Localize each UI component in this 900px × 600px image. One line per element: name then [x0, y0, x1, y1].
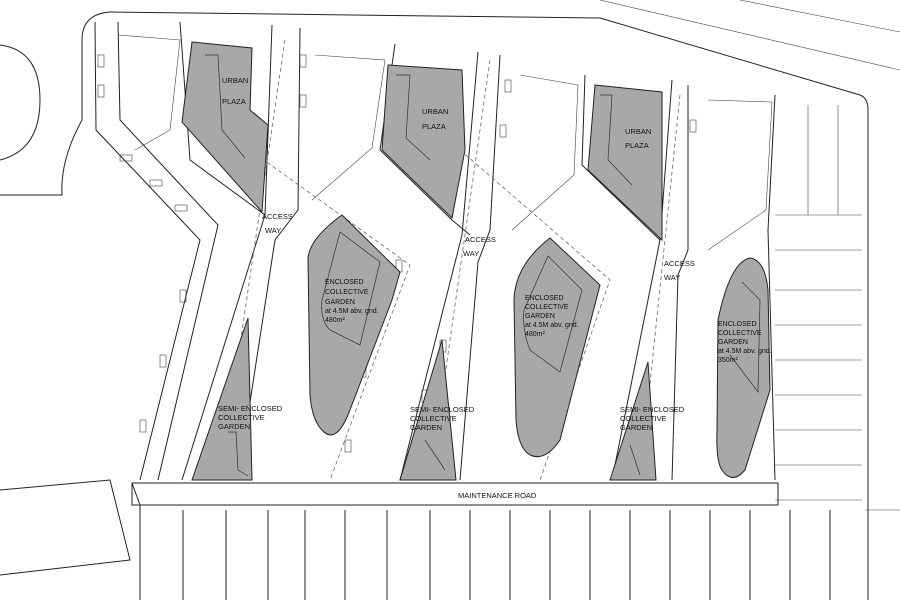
dashed-path	[249, 149, 411, 481]
semi-enclosed-garden-1-path	[228, 431, 249, 477]
svg-text:GARDEN: GARDEN	[218, 422, 250, 431]
enclosed-garden-label-3: ENCLOSED COLLECTIVE GARDEN at 4.5M abv. …	[718, 321, 772, 364]
urban-plaza-2-path	[396, 74, 431, 161]
svg-text:SEMI- ENCLOSED: SEMI- ENCLOSED	[218, 404, 283, 413]
enclosed-garden-2-path	[523, 255, 583, 373]
access-way-label-1: ACCESS WAY	[262, 212, 293, 235]
svg-text:WAY: WAY	[664, 273, 680, 282]
svg-text:PLAZA: PLAZA	[222, 97, 246, 106]
svg-text:ENCLOSED: ENCLOSED	[525, 295, 564, 302]
svg-text:ACCESS: ACCESS	[664, 259, 695, 268]
semi-enclosed-garden-1	[191, 317, 253, 481]
svg-text:COLLECTIVE: COLLECTIVE	[325, 289, 369, 296]
semi-enclosed-garden-label-3: SEMI- ENCLOSED COLLECTIVE GARDEN	[620, 405, 685, 432]
access-way-label-3: ACCESS WAY	[664, 259, 695, 282]
curved-road-edge	[0, 44, 41, 161]
svg-text:ENCLOSED: ENCLOSED	[718, 321, 757, 328]
svg-text:COLLECTIVE: COLLECTIVE	[410, 414, 457, 423]
urban-plaza-label-1: URBAN PLAZA	[222, 76, 248, 106]
site-boundary-west	[0, 11, 111, 196]
maintenance-road	[131, 482, 779, 506]
enclosed-garden-1	[307, 214, 401, 436]
urban-plaza-3	[587, 84, 663, 242]
svg-text:GARDEN: GARDEN	[410, 423, 442, 432]
svg-text:URBAN: URBAN	[625, 127, 651, 136]
adjacent-building	[0, 479, 131, 576]
south-parking-rows	[139, 505, 869, 600]
urban-plaza-label-2: URBAN PLAZA	[422, 107, 448, 131]
svg-text:ACCESS: ACCESS	[465, 235, 496, 244]
building-volume	[117, 34, 181, 151]
semi-enclosed-garden-label-1: SEMI- ENCLOSED COLLECTIVE GARDEN	[218, 404, 283, 431]
svg-text:480m²: 480m²	[525, 331, 546, 338]
svg-text:ACCESS: ACCESS	[262, 212, 293, 221]
building-strip-3	[399, 51, 661, 481]
svg-text:WAY: WAY	[265, 226, 281, 235]
building-volume	[707, 99, 773, 251]
svg-text:SEMI- ENCLOSED: SEMI- ENCLOSED	[410, 405, 475, 414]
semi-enclosed-garden-2-path	[424, 439, 446, 471]
building-strip-4	[611, 79, 776, 481]
svg-text:COLLECTIVE: COLLECTIVE	[718, 330, 762, 337]
enclosed-garden-label-2: ENCLOSED COLLECTIVE GARDEN at 4.5M abv. …	[525, 295, 579, 338]
svg-text:SEMI- ENCLOSED: SEMI- ENCLOSED	[620, 405, 685, 414]
urban-plaza-1-path	[205, 54, 246, 159]
neighbour-line	[599, 0, 900, 71]
urban-plaza-2	[381, 64, 466, 220]
semi-enclosed-garden-3	[609, 361, 657, 481]
maintenance-road-label: MAINTENANCE ROAD	[458, 491, 537, 500]
enclosed-garden-2	[513, 237, 601, 458]
svg-text:at 4.5M abv. gnd.: at 4.5M abv. gnd.	[525, 322, 579, 329]
east-parking-grid	[775, 105, 900, 511]
neighbour-line-2	[739, 0, 900, 33]
svg-text:COLLECTIVE: COLLECTIVE	[620, 414, 667, 423]
maintenance-road-end	[131, 482, 141, 506]
urban-plaza-1	[181, 41, 269, 214]
enclosed-garden-3	[716, 257, 771, 478]
enclosed-garden-1-path	[321, 231, 381, 346]
svg-text:GARDEN: GARDEN	[620, 423, 652, 432]
site-boundary-north	[109, 11, 869, 510]
svg-text:480m²: 480m²	[325, 317, 346, 324]
svg-text:URBAN: URBAN	[222, 76, 248, 85]
svg-text:GARDEN: GARDEN	[525, 313, 555, 320]
svg-text:COLLECTIVE: COLLECTIVE	[218, 413, 265, 422]
urban-plaza-label-3: URBAN PLAZA	[625, 127, 651, 150]
svg-text:URBAN: URBAN	[422, 107, 448, 116]
building-strip-1	[94, 21, 266, 481]
enclosed-garden-label-1: ENCLOSED COLLECTIVE GARDEN at 4.5M abv. …	[325, 279, 379, 324]
svg-text:350m²: 350m²	[718, 357, 739, 364]
building-volume	[311, 54, 386, 201]
svg-text:COLLECTIVE: COLLECTIVE	[525, 304, 569, 311]
access-way-label-2: ACCESS WAY	[463, 235, 496, 258]
enclosed-garden-3-path	[729, 281, 761, 394]
svg-text:at 4.5M abv. gnd.: at 4.5M abv. gnd.	[718, 348, 772, 355]
svg-text:PLAZA: PLAZA	[422, 122, 446, 131]
svg-text:GARDEN: GARDEN	[718, 339, 748, 346]
svg-text:PLAZA: PLAZA	[625, 141, 649, 150]
svg-text:GARDEN: GARDEN	[325, 299, 355, 306]
semi-enclosed-garden-label-2: SEMI- ENCLOSED COLLECTIVE GARDEN	[410, 405, 475, 432]
urban-plaza-3-path	[600, 94, 633, 186]
semi-enclosed-garden-3-path	[629, 444, 641, 476]
svg-text:WAY: WAY	[463, 249, 479, 258]
building-volume	[511, 74, 579, 231]
semi-enclosed-garden-2	[399, 339, 457, 481]
svg-text:ENCLOSED: ENCLOSED	[325, 279, 364, 286]
svg-text:at 4.5M abv. gnd.: at 4.5M abv. gnd.	[325, 308, 379, 315]
